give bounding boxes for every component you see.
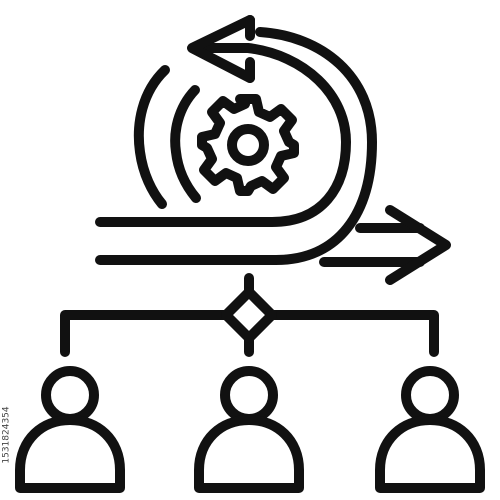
cycle-arc-outer-2: [95, 27, 377, 265]
arrowhead: [385, 205, 451, 285]
connector-left: [60, 310, 231, 357]
connector-right: [267, 310, 439, 357]
person-icon-left: [15, 366, 125, 493]
cycle-arc-inner-2: [170, 85, 201, 203]
org-connector: [60, 273, 439, 357]
gear-teeth: [197, 94, 299, 196]
person-body: [375, 415, 485, 493]
cycle-arc-outer: [95, 43, 351, 227]
watermark-id-container: 1531824354: [0, 370, 14, 500]
person-body: [15, 415, 125, 493]
circular-arrow-icon: [95, 15, 377, 265]
right-arrow-icon: [319, 205, 451, 285]
watermark-id: 1531824354: [2, 406, 13, 464]
person-icon-right: [375, 366, 485, 493]
person-head: [41, 366, 99, 424]
cycle-arrowhead: [187, 15, 255, 83]
person-icon-center: [194, 366, 304, 493]
gear-hub: [227, 124, 269, 166]
person-body: [194, 415, 304, 493]
diamond-node-icon: [221, 287, 277, 343]
person-head: [401, 366, 459, 424]
gear-icon: [197, 94, 299, 196]
cycle-arc-inner-1: [133, 65, 170, 209]
person-head: [220, 366, 278, 424]
